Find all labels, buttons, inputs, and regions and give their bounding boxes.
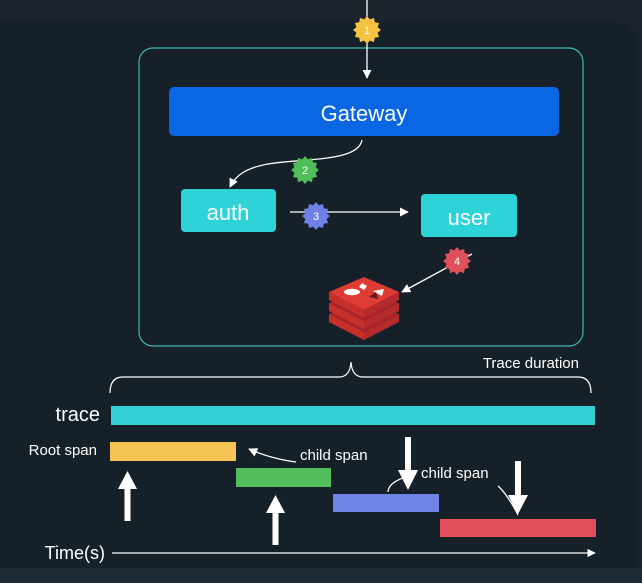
child-span-1-label: child span [300, 447, 368, 464]
bottom-strip [0, 568, 642, 583]
time-axis-label: Time(s) [45, 543, 105, 563]
step-2-badge: 2 [291, 156, 319, 184]
root-span-label: Root span [29, 442, 97, 459]
child-span-1-pointer [248, 448, 297, 463]
services-container [138, 47, 584, 347]
child-span-3-pointer [497, 485, 519, 516]
trace-duration-label: Trace duration [483, 355, 579, 372]
step-4-number: 4 [454, 256, 460, 268]
child-span-2-down-arrow [398, 437, 418, 490]
child-span-2-label: child span [421, 465, 489, 482]
child-span-2-pointer [387, 473, 417, 493]
gateway-label: Gateway [321, 101, 408, 126]
auth-label: auth [207, 200, 250, 225]
child-span-1-start-arrow [266, 495, 285, 545]
trace-label: trace [56, 404, 100, 426]
step-4-badge: 4 [443, 247, 471, 275]
child-span-3-bar [440, 519, 596, 537]
user-box [421, 194, 517, 237]
redis-cache-icon [329, 277, 399, 340]
root-span-start-arrow [118, 471, 137, 521]
root-span-bar [110, 442, 236, 461]
step-2-arrow [229, 139, 363, 188]
step-3-number: 3 [313, 211, 319, 223]
step-3-badge: 3 [302, 202, 330, 230]
step-1-number: 1 [364, 25, 370, 37]
child-span-2-bar [333, 494, 439, 512]
user-label: user [448, 205, 491, 230]
trace-duration-brace [109, 361, 592, 394]
auth-box [181, 189, 276, 232]
child-span-3-down-arrow [508, 461, 528, 514]
trace-bar [111, 406, 595, 425]
child-span-1-bar [236, 468, 331, 487]
step-2-number: 2 [302, 165, 308, 177]
gateway-box [169, 87, 559, 136]
step-1-badge: 1 [353, 16, 381, 44]
